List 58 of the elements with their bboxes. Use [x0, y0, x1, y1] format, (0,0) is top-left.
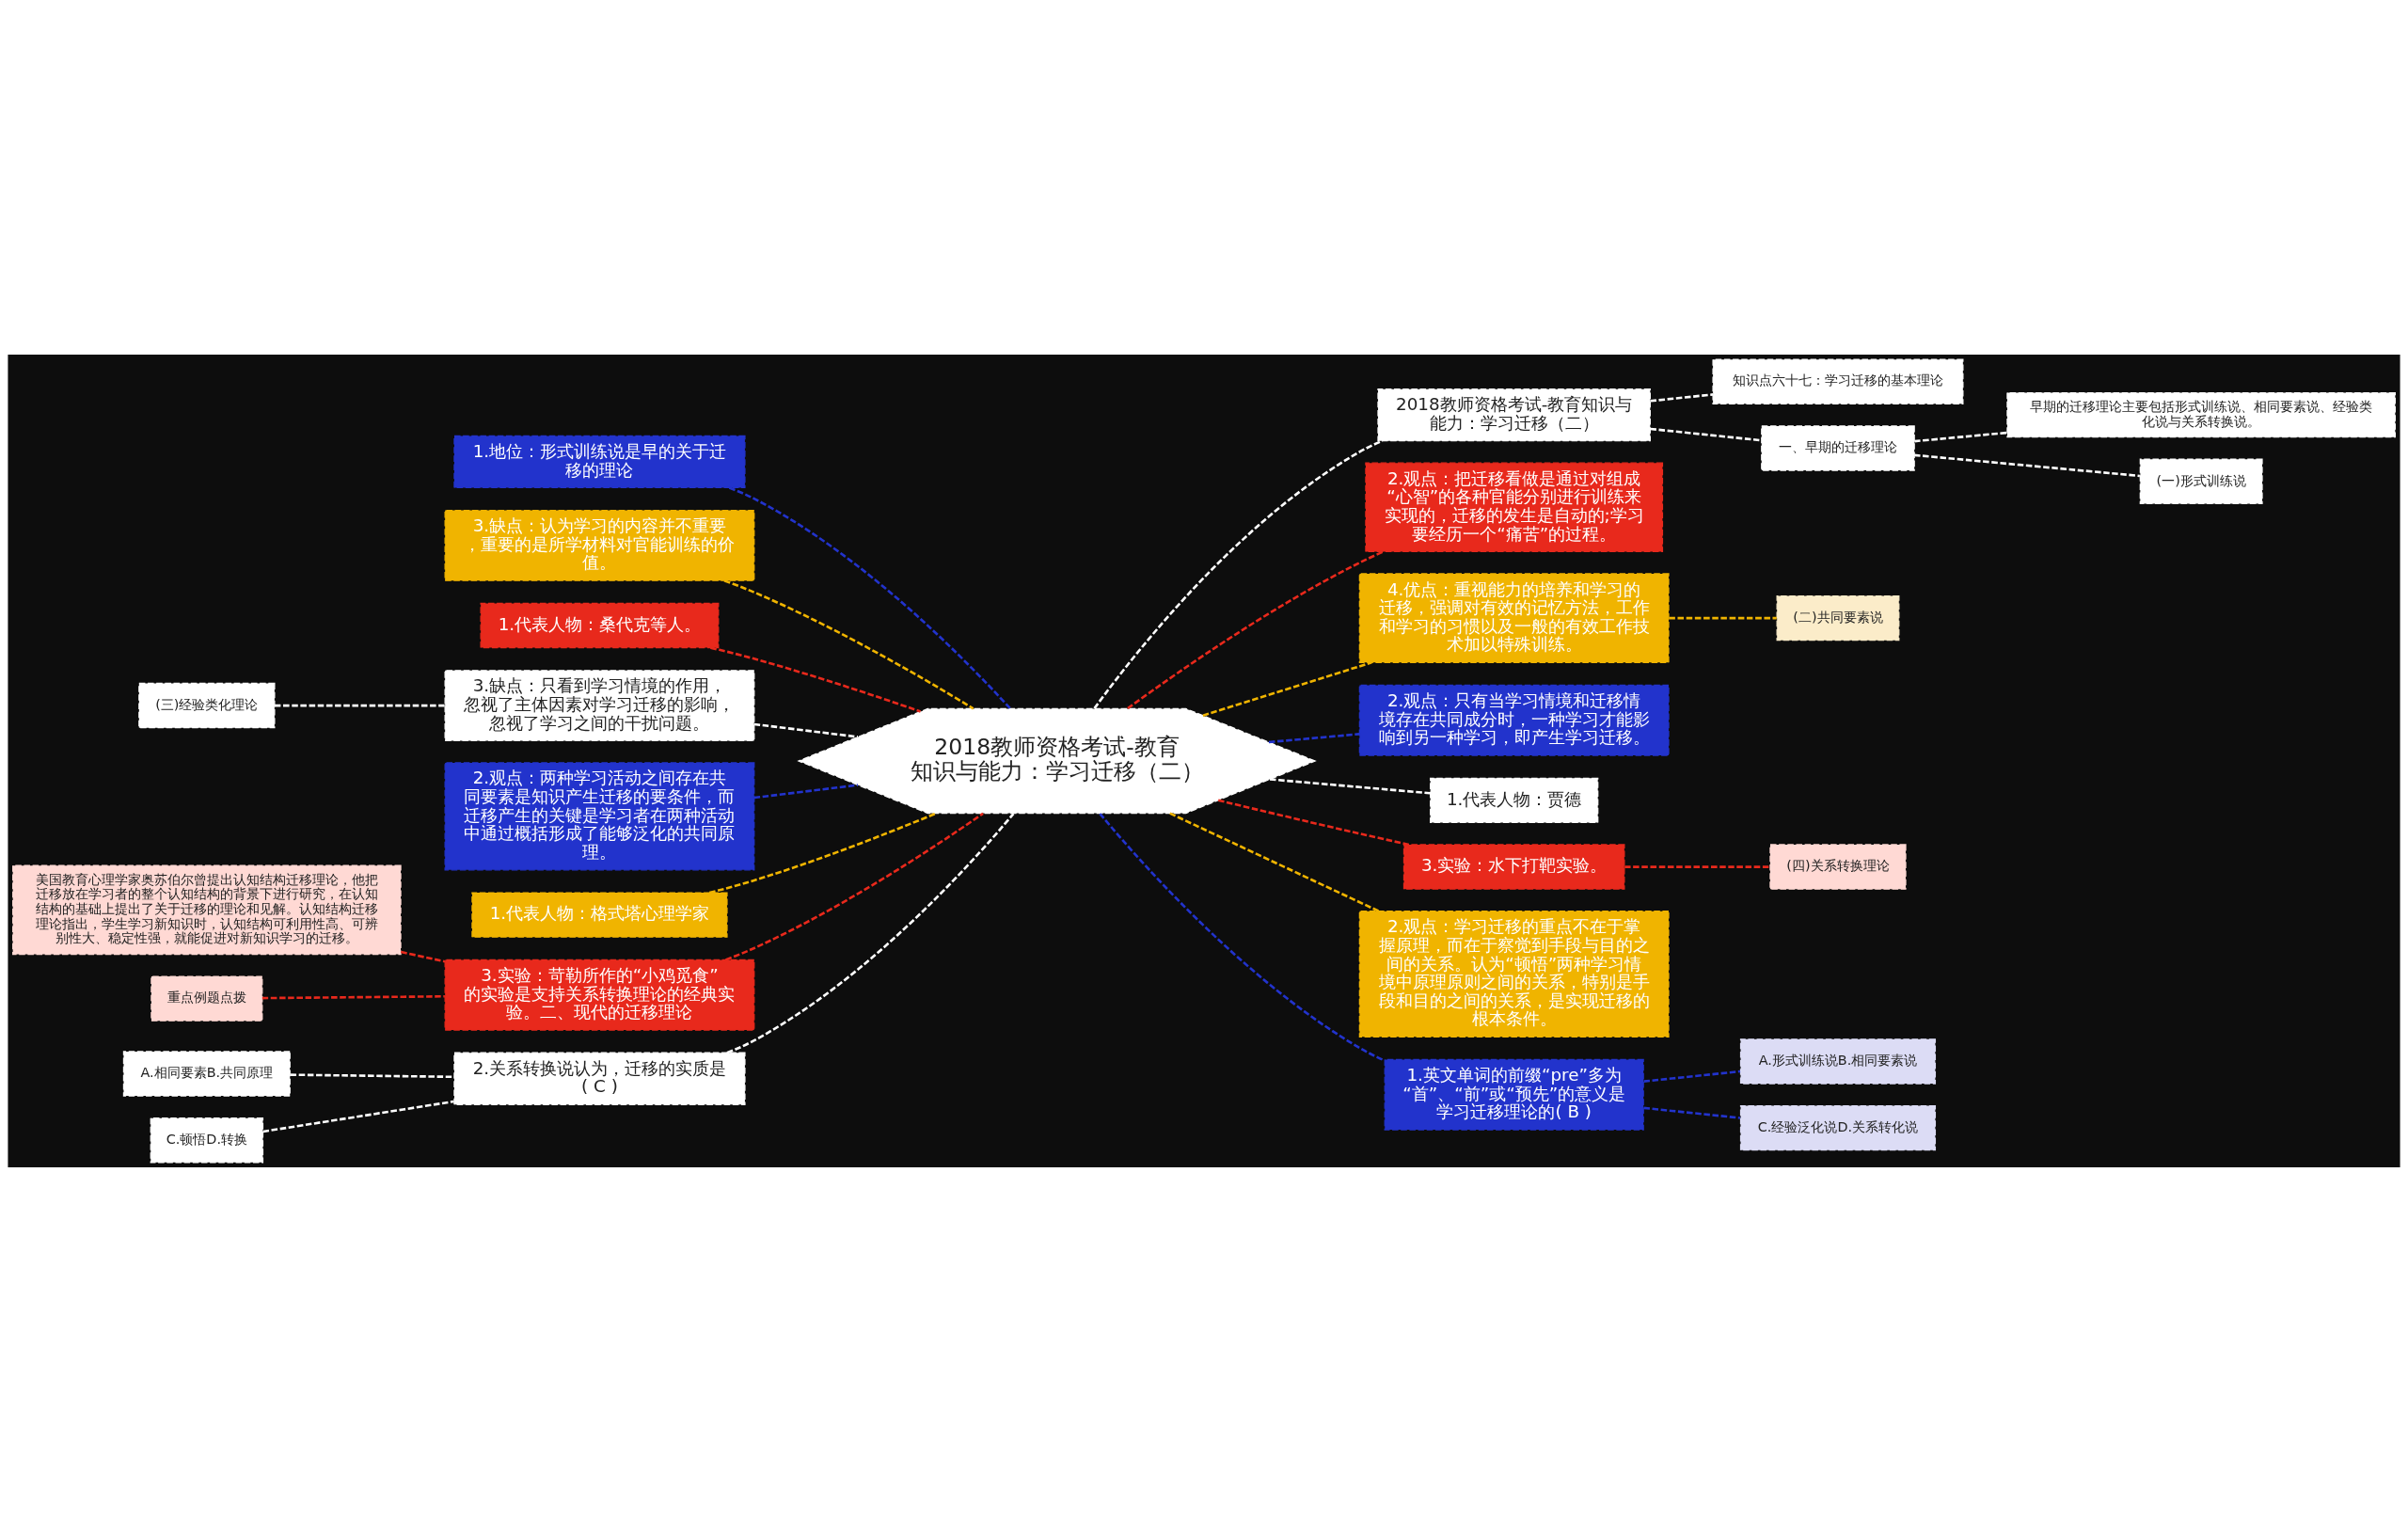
connector	[1099, 812, 1386, 1062]
connector	[1669, 616, 1777, 619]
node-box: 知识点六十七：学习迁移的基本理论	[1712, 358, 1964, 404]
connector	[290, 1072, 454, 1078]
node-box: 2.观点：只有当学习情境和迁移情境存在共同成分时，一种学习才能影响到另一种学习，即产生学习迁移。	[1358, 684, 1670, 756]
node-box: 2018教师资格考试-教育知识与能力：学习迁移（二）	[1377, 388, 1651, 441]
node-box: 2.关系转换说认为，迁移的实质是( C )	[453, 1052, 746, 1105]
connector	[1914, 453, 2140, 477]
node-box: (四)关系转换理论	[1769, 843, 1907, 890]
node-box: (一)形式训练说	[2139, 458, 2263, 504]
node-box: A.形式训练说B.相同要素说	[1739, 1038, 1937, 1085]
connector	[1217, 799, 1410, 846]
node-box: 美国教育心理学家奥苏伯尔曾提出认知结构迁移理论，他把迁移放在学习者的整个认知结构的背景下进行研究，在认知结构的基础上提出了关于迁移的理论和见解。认知结构迁移理论指出，学生学习新知识时，认知结构可利用性高、可辨别性大、稳定性强，就能促进对新知识学习的迁移。	[12, 864, 402, 955]
node-box: A.相同要素B.共同原理	[122, 1050, 291, 1097]
connector	[1268, 732, 1360, 743]
connector	[728, 485, 1011, 709]
connector	[1093, 438, 1384, 709]
node-box: 3.缺点：认为学习的内容并不重要，重要的是所学材料对官能训练的价值。	[444, 509, 755, 581]
connector	[723, 578, 974, 709]
connector	[1643, 1069, 1741, 1083]
connector	[1127, 549, 1384, 709]
node-box: C.顿悟D.转换	[150, 1117, 264, 1163]
connector	[1269, 777, 1431, 795]
connector	[1914, 431, 2007, 442]
connector	[1624, 864, 1770, 868]
node-box: 2.观点：学习迁移的重点不在于掌握原理，而在于察觉到手段与目的之间的关系。认为“顿悟”两种学习情境中原理原则之间的关系，特别是手段和目的之间的关系，是实现迁移的根本条件。	[1358, 910, 1670, 1038]
node-box: 早期的迁移理论主要包括形式训练说、相同要素说、经验类化说与关系转换说。	[2006, 391, 2396, 437]
connector	[726, 812, 1015, 1054]
connector	[725, 812, 984, 961]
connector	[275, 704, 445, 706]
connector	[708, 811, 937, 894]
connector	[261, 994, 445, 999]
connector	[1650, 427, 1762, 441]
node-box: 3.实验：水下打靶实验。	[1402, 843, 1625, 890]
connector	[1650, 392, 1714, 403]
node-box: 3.实验：苛勒所作的“小鸡觅食”的实验是支持关系转换理论的经典实验。二、现代的迁移理论	[444, 959, 755, 1031]
node-box: (三)经验类化理论	[138, 682, 276, 728]
node-box: 1.代表人物：格式塔心理学家	[471, 891, 728, 938]
node-box: 一、早期的迁移理论	[1761, 424, 1915, 471]
node-box: 1.地位：形式训练说是早的关于迁移的理论	[453, 435, 746, 488]
connector	[710, 645, 921, 713]
node-box: 1.代表人物：贾德	[1430, 777, 1599, 823]
node-box: 3.缺点：只看到学习情境的作用，忽视了主体因素对学习迁移的影响，忽视了学习之间的干扰问题。	[444, 669, 755, 741]
connector	[1202, 660, 1372, 717]
node-box: 2.观点：把迁移看做是通过对组成“心智”的各种官能分别进行训练来实现的，迁移的发生是自动的;学习要经历一个“痛苦”的过程。	[1365, 462, 1664, 552]
node-box: C.经验泛化说D.关系转化说	[1739, 1104, 1937, 1150]
node-box: 重点例题点拨	[150, 974, 263, 1022]
connector	[262, 1100, 454, 1133]
node-box: 1.代表人物：桑代克等人。	[480, 602, 720, 648]
connector	[1643, 1106, 1741, 1119]
node-box: 2.观点：两种学习活动之间存在共同要素是知识产生迁移的要条件，而迁移产生的关键是学习者在两种活动中通过概括形成了能够泛化的共同原理。	[444, 761, 755, 870]
connector	[400, 950, 446, 962]
connector	[1169, 812, 1380, 912]
node-box: (二)共同要素说	[1776, 594, 1900, 641]
node-box: 1.英文单词的前缀“pre”多为“首”、“前”或“预先”的意义是学习迁移理论的( B )	[1384, 1058, 1644, 1131]
connector	[753, 783, 859, 799]
node-box: 4.优点：重视能力的培养和学习的迁移，强调对有效的记忆方法，工作和学习的习惯以及一般的有效工作技术加以特殊训练。	[1358, 572, 1670, 663]
connector	[753, 722, 859, 738]
